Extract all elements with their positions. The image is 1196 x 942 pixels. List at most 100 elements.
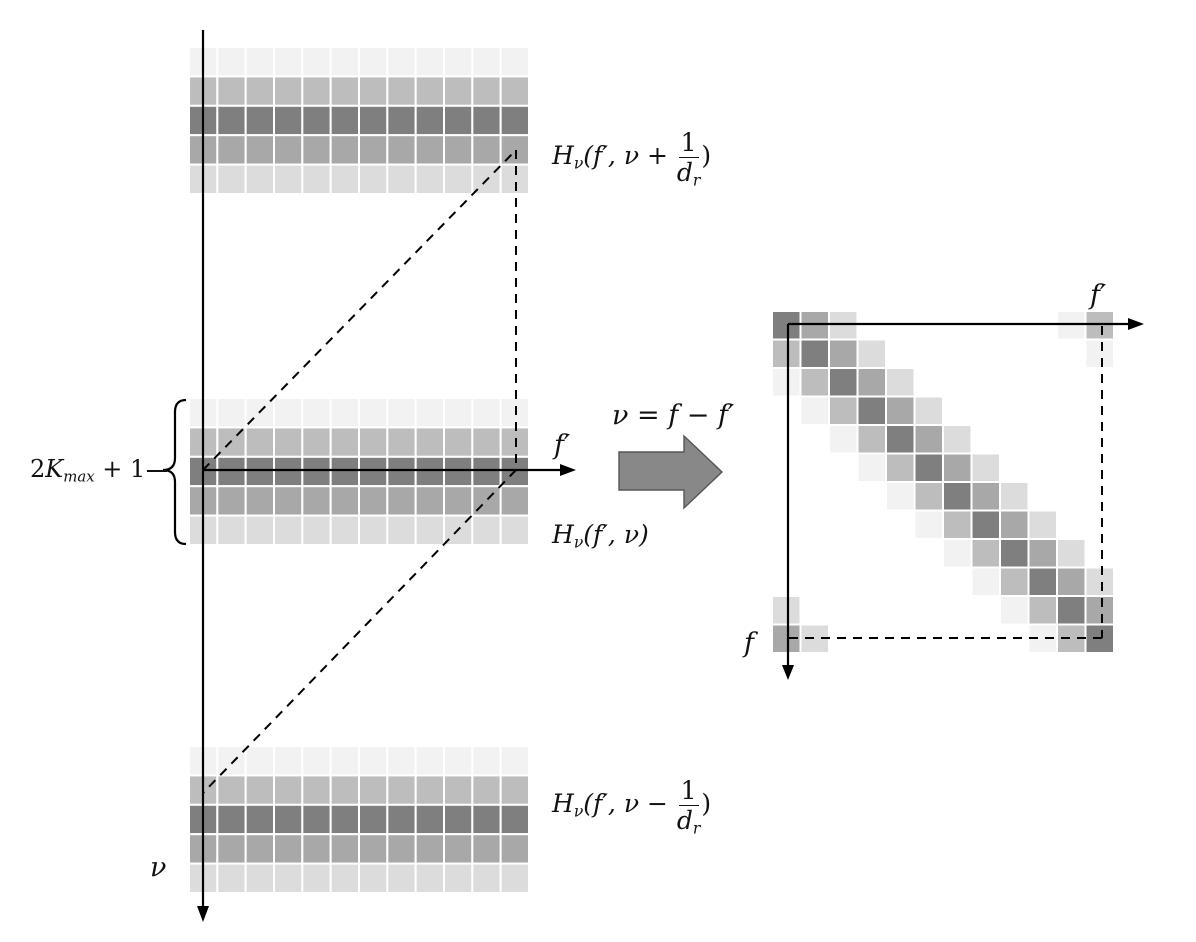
band-bottom-cell bbox=[216, 833, 247, 865]
matrix-cell bbox=[970, 566, 1001, 597]
band-bottom-cell bbox=[386, 803, 417, 836]
band-middle-cell bbox=[329, 514, 360, 546]
bot-h-subscript: ν bbox=[573, 802, 584, 821]
f-axis-label: f bbox=[744, 628, 754, 659]
band-bottom-cell bbox=[329, 803, 360, 836]
matrix-cell bbox=[999, 566, 1030, 597]
matrix-cell bbox=[942, 538, 973, 569]
matrix-cell bbox=[1056, 538, 1087, 569]
band-middle-cell bbox=[443, 485, 474, 517]
matrix-cell bbox=[885, 367, 916, 398]
band-bottom-cell bbox=[414, 833, 445, 865]
band-middle-cell bbox=[386, 426, 417, 458]
band-middle-cell bbox=[273, 455, 304, 488]
band-top-cell bbox=[443, 163, 474, 196]
matrix-cell bbox=[856, 424, 887, 455]
matrix-cell bbox=[942, 481, 973, 512]
nu-axis-arrowhead bbox=[197, 906, 209, 922]
band-top-cell bbox=[273, 75, 304, 107]
band-top-cell bbox=[499, 46, 530, 78]
nu-axis-label: ν bbox=[150, 852, 167, 883]
top-close: ) bbox=[701, 141, 712, 170]
band-bottom-cell bbox=[244, 745, 276, 777]
band-bottom-cell bbox=[301, 833, 332, 865]
matrix-cell bbox=[1056, 595, 1087, 626]
band-bottom-cell bbox=[471, 774, 502, 806]
band-top-cell bbox=[471, 134, 502, 166]
band-middle-cell bbox=[273, 485, 304, 517]
band-middle-cell bbox=[244, 514, 276, 546]
matrix-cell bbox=[913, 395, 944, 426]
band-top-cell bbox=[244, 163, 276, 196]
band-top-cell bbox=[358, 104, 389, 137]
band-middle-cell bbox=[358, 455, 389, 488]
band-bottom-cell bbox=[273, 862, 304, 894]
band-middle-cell bbox=[358, 514, 389, 546]
band-bottom-cell bbox=[386, 745, 417, 777]
band-top-cell bbox=[244, 104, 276, 137]
matrix-cell bbox=[1084, 623, 1115, 654]
band-bottom-cell bbox=[443, 862, 474, 894]
band-bottom-cell bbox=[499, 745, 530, 777]
band-top-cell bbox=[386, 46, 417, 78]
band-top-cell bbox=[329, 46, 360, 78]
band-bottom-cell bbox=[499, 803, 530, 836]
matrix-cell bbox=[999, 481, 1030, 512]
band-top-cell bbox=[443, 75, 474, 107]
band-bottom-cell bbox=[244, 803, 276, 836]
band-bottom-cell bbox=[471, 745, 502, 777]
bot-args: (f′, ν − bbox=[583, 789, 668, 818]
top-fraction-d-sub: r bbox=[692, 171, 701, 190]
band-bottom-cell bbox=[301, 745, 332, 777]
matrix-cell bbox=[828, 395, 859, 426]
band-middle-cell bbox=[329, 455, 360, 488]
band-middle-cell bbox=[499, 514, 530, 546]
band-bottom-cell bbox=[244, 862, 276, 894]
matrix-cell bbox=[913, 452, 944, 483]
matrix-cell bbox=[885, 395, 916, 426]
band-middle-cell bbox=[471, 426, 502, 458]
band-bottom-cell bbox=[216, 803, 247, 836]
matrix-cell bbox=[913, 481, 944, 512]
band-top-cell bbox=[329, 104, 360, 137]
band-top-cell bbox=[386, 163, 417, 196]
band-top-cell bbox=[329, 163, 360, 196]
matrix-axes bbox=[786, 322, 1130, 668]
band-bottom-cell bbox=[471, 803, 502, 836]
band-top-cell bbox=[301, 163, 332, 196]
matrix-cell bbox=[1084, 338, 1115, 369]
top-band-label: Hν(f′, ν + 1 dr ) bbox=[552, 130, 712, 188]
mid-h: H bbox=[552, 520, 574, 549]
top-h: H bbox=[552, 141, 574, 170]
left-fprime-axis-label: f′ bbox=[554, 430, 571, 461]
mid-h-subscript: ν bbox=[573, 533, 584, 552]
band-middle-cell bbox=[471, 485, 502, 517]
fprime-axis-arrowhead bbox=[560, 464, 576, 476]
matrix-cell bbox=[913, 424, 944, 455]
matrix-cell bbox=[885, 424, 916, 455]
band-top-cell bbox=[301, 46, 332, 78]
band-middle-cell bbox=[386, 397, 417, 429]
band-top-cell bbox=[329, 134, 360, 166]
band-middle-cell bbox=[244, 455, 276, 488]
band-bottom-cell bbox=[414, 862, 445, 894]
band-bottom-cell bbox=[244, 833, 276, 865]
right-fprime-axis-label: f′ bbox=[1090, 280, 1107, 311]
band-bottom-cell bbox=[273, 833, 304, 865]
band-bottom-cell bbox=[329, 833, 360, 865]
band-bottom-cell bbox=[301, 803, 332, 836]
matrix-cell bbox=[771, 310, 802, 341]
band-bottom-cell bbox=[358, 745, 389, 777]
kmax-coefficient: 2 bbox=[30, 455, 46, 483]
band-middle-cell bbox=[273, 426, 304, 458]
band-top-cell bbox=[414, 46, 445, 78]
band-bottom-cell bbox=[301, 774, 332, 806]
band-bottom-cell bbox=[386, 833, 417, 865]
top-args: (f′, ν + bbox=[583, 141, 668, 170]
matrix-cell bbox=[856, 338, 887, 369]
band-top-cell bbox=[273, 134, 304, 166]
band-middle-cell bbox=[244, 485, 276, 517]
band-top-cell bbox=[414, 163, 445, 196]
band-bottom-cell bbox=[358, 833, 389, 865]
band-bottom-cell bbox=[499, 862, 530, 894]
